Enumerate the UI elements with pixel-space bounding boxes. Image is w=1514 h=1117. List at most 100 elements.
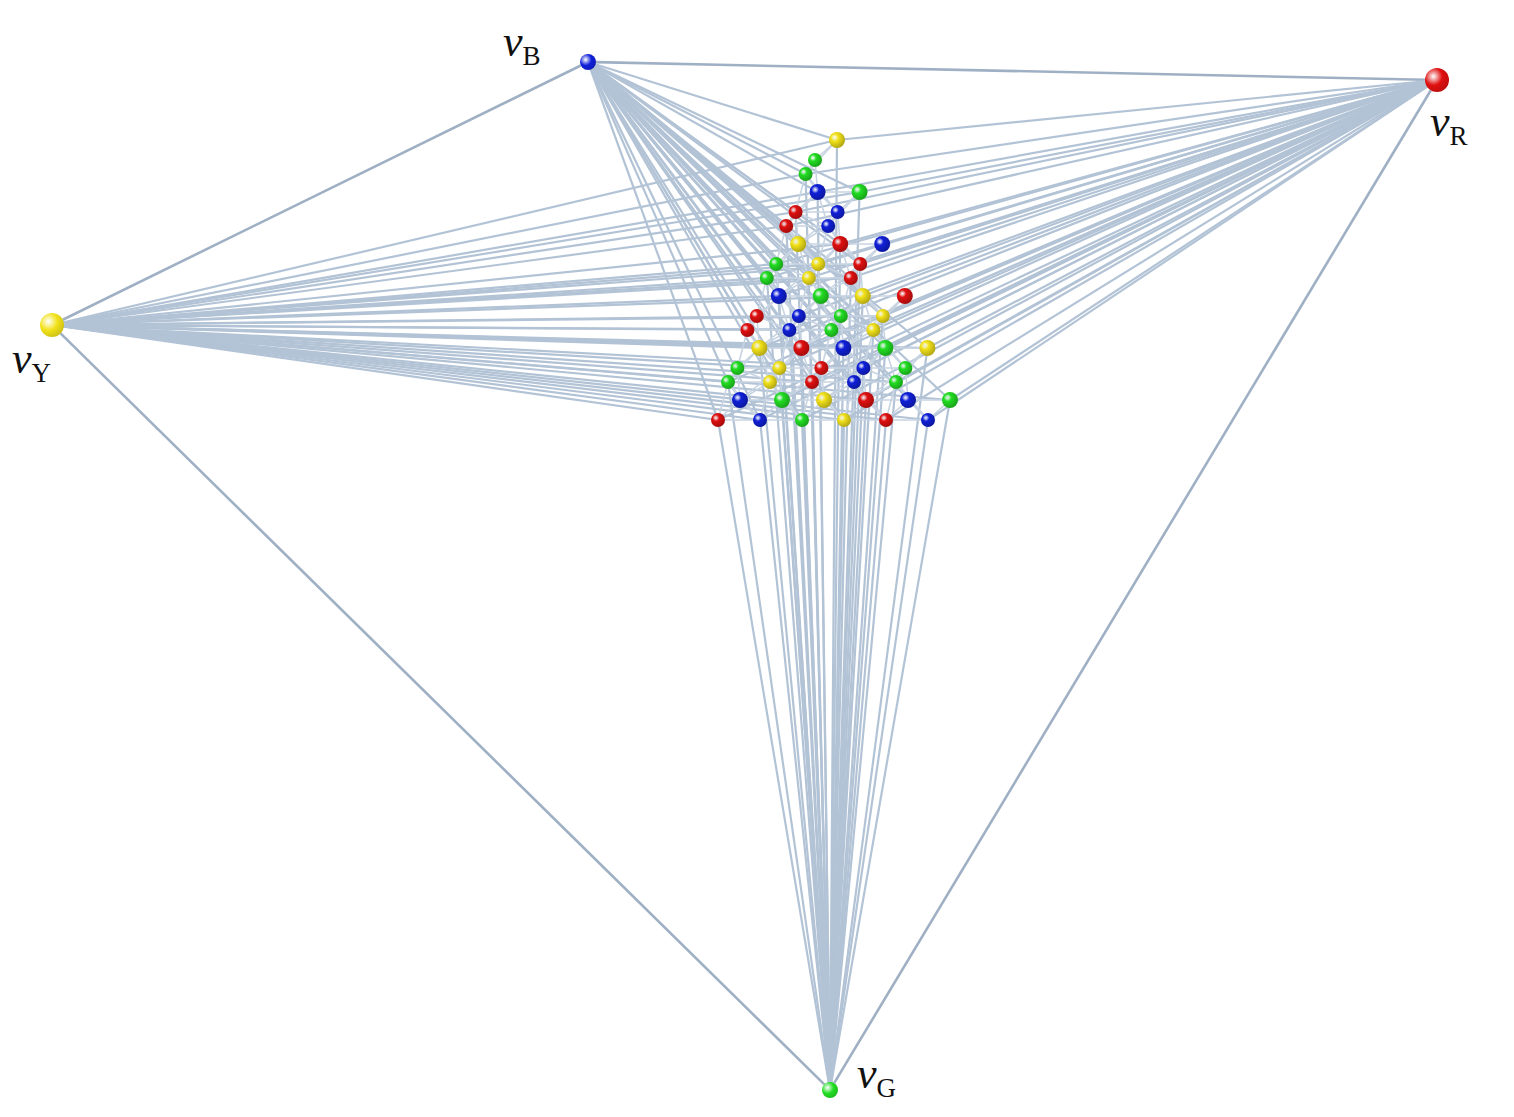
- cluster-vertex: [866, 323, 880, 337]
- cluster-vertex: [855, 288, 871, 304]
- vertex-label: vB: [503, 20, 541, 70]
- graph-vertex: vR: [1425, 68, 1449, 92]
- graph-edge: [596, 62, 1425, 80]
- cluster-edge: [809, 278, 841, 316]
- cluster-vertex: [837, 413, 851, 427]
- cluster-vertex: [814, 361, 828, 375]
- cluster-vertex: [816, 392, 832, 408]
- fan-line: [806, 80, 1437, 174]
- fan-line: [588, 62, 809, 278]
- fan-line: [843, 80, 1437, 348]
- fan-line: [52, 140, 837, 325]
- cluster-vertex: [740, 323, 754, 337]
- cluster-edge: [831, 330, 863, 368]
- fan-line: [588, 62, 818, 264]
- cluster-vertex: [782, 323, 796, 337]
- cluster-vertex: [802, 271, 816, 285]
- fan-lines: [52, 62, 1437, 1090]
- cluster-vertex: [879, 413, 893, 427]
- cluster-edge: [812, 382, 844, 420]
- fan-line: [927, 80, 1437, 348]
- fan-line: [52, 325, 928, 420]
- cluster-vertex: [835, 340, 851, 356]
- cluster-vertex: [829, 132, 845, 148]
- fan-line: [52, 325, 896, 382]
- fan-line: [799, 80, 1437, 316]
- cluster-vertex: [772, 361, 786, 375]
- fan-line: [809, 80, 1437, 278]
- cluster-vertex: [877, 340, 893, 356]
- cluster-vertex: [753, 413, 767, 427]
- fan-line: [767, 80, 1437, 278]
- cluster-dots: [711, 132, 958, 427]
- vertex-label: vR: [1430, 100, 1468, 150]
- cluster-vertex: [811, 257, 825, 271]
- cluster-vertex: [889, 375, 903, 389]
- cluster-vertex: [847, 375, 861, 389]
- cluster-vertex: [799, 167, 813, 181]
- cluster-vertex: [876, 309, 890, 323]
- fan-line: [863, 80, 1437, 296]
- fan-line: [52, 174, 806, 325]
- cluster-vertex: [921, 413, 935, 427]
- fan-line: [860, 80, 1437, 192]
- cluster-vertex: [721, 375, 735, 389]
- cluster-vertex: [856, 361, 870, 375]
- cluster-edge: [789, 330, 821, 368]
- fan-line: [830, 400, 950, 1090]
- fan-line: [802, 80, 1437, 420]
- cluster-vertex: [750, 309, 764, 323]
- fan-line: [760, 80, 1437, 420]
- cluster-vertex: [808, 153, 822, 167]
- cluster-edge: [806, 174, 838, 212]
- graph-vertex: vY: [40, 313, 64, 337]
- cluster-vertex: [858, 392, 874, 408]
- cluster-edge: [851, 278, 883, 316]
- cluster-vertex: [832, 236, 848, 252]
- fan-line: [818, 80, 1437, 192]
- cluster-vertex: [730, 361, 744, 375]
- fan-line: [588, 62, 844, 420]
- cluster-vertex: [831, 205, 845, 219]
- cluster-edge: [828, 226, 860, 264]
- fan-line: [779, 80, 1437, 296]
- graph-vertex: vB: [580, 54, 596, 70]
- cluster-vertex: [760, 271, 774, 285]
- cluster-edge: [854, 382, 886, 420]
- cluster-vertex: [813, 288, 829, 304]
- cluster-vertex: [852, 184, 868, 200]
- cluster-vertex: [821, 219, 835, 233]
- cluster-vertex: [771, 288, 787, 304]
- fan-line: [860, 80, 1437, 264]
- fan-line: [52, 212, 796, 325]
- cluster-vertex: [790, 236, 806, 252]
- vertex-label: vG: [857, 1052, 896, 1102]
- cluster-vertex: [853, 257, 867, 271]
- fan-line: [873, 80, 1437, 330]
- fan-line: [759, 80, 1437, 348]
- cluster-vertex: [763, 375, 777, 389]
- fan-line: [728, 80, 1437, 382]
- graph-vertex: vG: [822, 1082, 838, 1098]
- cluster-vertex: [779, 219, 793, 233]
- cluster-edge: [728, 382, 760, 420]
- fan-line: [588, 62, 837, 140]
- cluster-vertex: [751, 340, 767, 356]
- cluster-vertex: [874, 236, 890, 252]
- cluster-vertex: [834, 309, 848, 323]
- cluster-vertex: [732, 392, 748, 408]
- fan-line: [52, 192, 860, 325]
- cluster-vertex: [769, 257, 783, 271]
- fan-line: [52, 264, 860, 325]
- cluster-vertex: [898, 361, 912, 375]
- fan-line: [818, 80, 1437, 264]
- cluster-vertex: [774, 392, 790, 408]
- cluster-vertex: [942, 392, 958, 408]
- fan-line: [718, 80, 1437, 420]
- cluster-vertex: [810, 184, 826, 200]
- fan-line: [789, 80, 1437, 330]
- cluster-vertex: [795, 413, 809, 427]
- cluster-edges: [718, 140, 950, 420]
